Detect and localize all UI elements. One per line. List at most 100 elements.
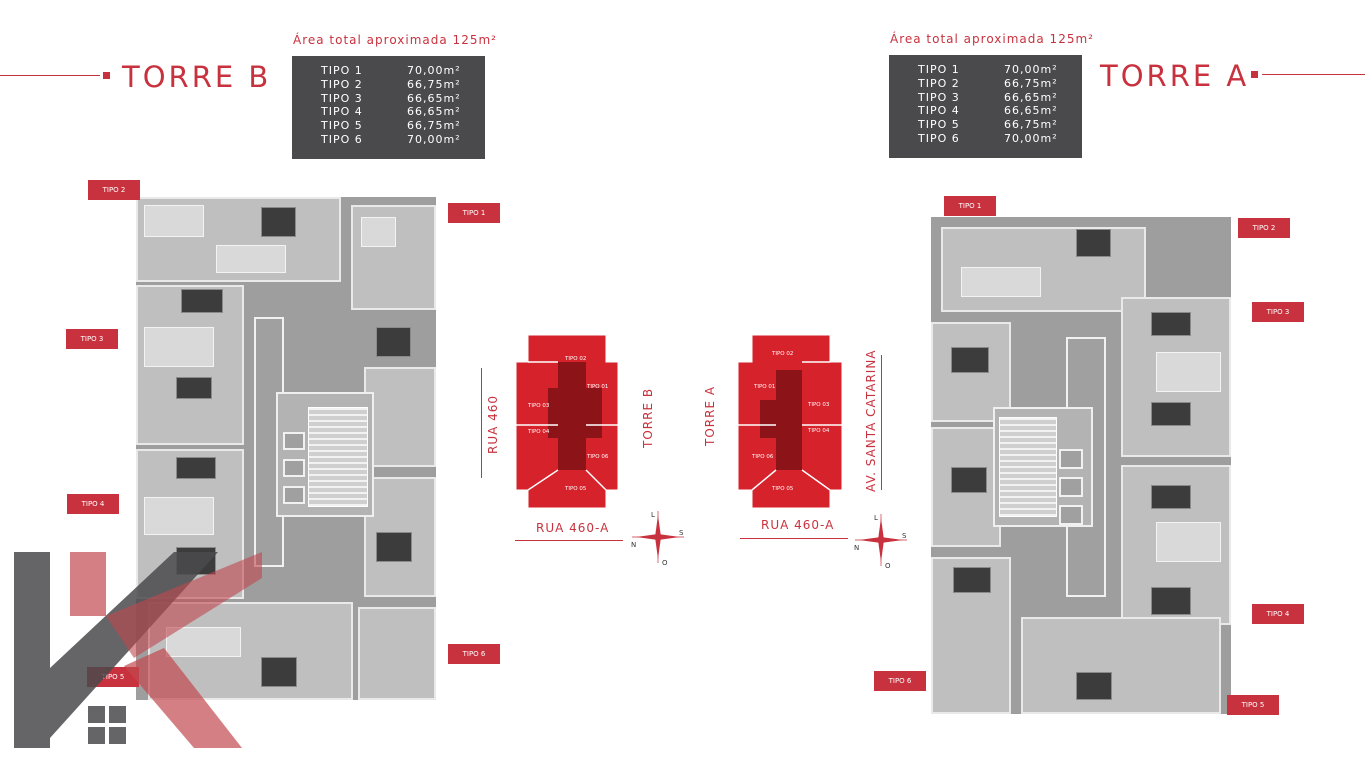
plan-unit xyxy=(364,367,436,467)
street-label-rua-460-a-b: RUA 460-A xyxy=(536,521,610,535)
site-unit-label: TIPO 02 xyxy=(564,356,586,362)
logo-shape xyxy=(124,648,242,748)
plan-room xyxy=(216,245,286,273)
spec-area: 66,75m² xyxy=(1004,76,1058,90)
street-line-av-santa-catarina xyxy=(881,355,882,490)
spec-type: TIPO 4 xyxy=(918,104,960,118)
site-unit-label: TIPO 05 xyxy=(771,486,794,492)
plan-room xyxy=(144,205,204,237)
title-rule-marker xyxy=(103,72,110,79)
plan-room xyxy=(176,457,216,479)
spec-area: 70,00m² xyxy=(1004,63,1058,76)
plan-elevator xyxy=(283,486,305,504)
site-unit-label: TIPO 01 xyxy=(753,384,775,390)
compass-east: L xyxy=(651,511,655,519)
tower-b-tag-tipo4: TIPO 4 xyxy=(67,494,119,514)
tower-a-tag-tipo3: TIPO 3 xyxy=(1252,302,1304,322)
spec-type: TIPO 6 xyxy=(918,131,960,145)
plan-room xyxy=(951,467,987,493)
site-unit-label: TIPO 02 xyxy=(771,351,793,357)
site-unit-label: TIPO 06 xyxy=(751,454,774,460)
spec-area: 70,00m² xyxy=(407,64,461,77)
site-unit-label: TIPO 03 xyxy=(807,402,830,408)
logo-square xyxy=(88,727,105,744)
spec-type: TIPO 2 xyxy=(321,77,363,91)
plan-room xyxy=(261,657,297,687)
spec-type: TIPO 5 xyxy=(918,118,960,132)
plan-room xyxy=(953,567,991,593)
street-label-av-santa-catarina: AV. SANTA CATARINA xyxy=(864,349,878,492)
plan-stair xyxy=(999,417,1057,517)
logo-square xyxy=(109,706,126,723)
title-rule-left xyxy=(0,75,100,76)
site-division xyxy=(585,469,607,491)
spec-type: TIPO 6 xyxy=(321,132,363,146)
street-label-rua-460-a-a: RUA 460-A xyxy=(761,518,835,532)
tower-b-title: TORRE B xyxy=(122,60,272,94)
tower-a-tag-tipo5: TIPO 5 xyxy=(1227,695,1279,715)
tower-a-site-label: TORRE A xyxy=(703,385,717,446)
spec-row: TIPO 1 70,00m² xyxy=(292,64,485,78)
tower-a-tag-tipo1: TIPO 1 xyxy=(944,196,996,216)
spec-row: TIPO 6 70,00m² xyxy=(292,133,485,147)
street-label-rua-460: RUA 460 xyxy=(486,394,500,454)
spec-row: TIPO 3 66,65m² xyxy=(292,92,485,106)
plan-room xyxy=(1151,485,1191,509)
brand-logo-watermark xyxy=(14,552,262,748)
spec-row: TIPO 2 66,75m² xyxy=(292,78,485,92)
plan-room xyxy=(1076,229,1111,257)
site-division xyxy=(751,469,777,491)
site-core xyxy=(760,370,802,470)
compass-west: O xyxy=(885,562,891,570)
logo-square xyxy=(109,727,126,744)
plan-elevator xyxy=(1059,449,1083,469)
logo-square xyxy=(88,706,105,723)
compass-north: N xyxy=(854,544,859,552)
compass-rose-b: L S N O xyxy=(631,511,684,567)
plan-room xyxy=(1156,522,1221,562)
compass-south: S xyxy=(679,529,684,537)
spec-type: TIPO 3 xyxy=(321,91,363,105)
spec-area: 66,65m² xyxy=(1004,104,1058,118)
plan-room xyxy=(961,267,1041,297)
site-unit-label: TIPO 06 xyxy=(586,454,609,460)
spec-type: TIPO 2 xyxy=(918,76,960,90)
tower-a-tag-tipo6: TIPO 6 xyxy=(874,671,926,691)
tower-b-tag-tipo1: TIPO 1 xyxy=(448,203,500,223)
tower-a-tag-tipo2: TIPO 2 xyxy=(1238,218,1290,238)
spec-type: TIPO 1 xyxy=(918,63,960,76)
street-line-rua-460-a-a xyxy=(740,538,848,539)
tower-b-spec-table: TIPO 1 70,00m² TIPO 2 66,75m² TIPO 3 66,65m… xyxy=(292,56,485,159)
title-rule-marker xyxy=(1251,71,1258,78)
plan-room xyxy=(361,217,396,247)
tower-a-tag-tipo4: TIPO 4 xyxy=(1252,604,1304,624)
plan-room xyxy=(1151,402,1191,426)
plan-room xyxy=(144,497,214,535)
plan-room xyxy=(376,532,412,562)
tower-b-site-plan: TIPO 02 TIPO 01 TIPO 03 TIPO 04 TIPO 06 … xyxy=(515,334,619,509)
spec-row: TIPO 4 66,65m² xyxy=(889,104,1082,118)
plan-stair xyxy=(308,407,368,507)
compass-east: L xyxy=(874,514,878,522)
logo-shape xyxy=(14,552,50,748)
spec-type: TIPO 1 xyxy=(321,64,363,77)
site-unit-label: TIPO 03 xyxy=(527,403,550,409)
plan-unit xyxy=(358,607,436,700)
spec-area: 66,75m² xyxy=(1004,118,1058,132)
plan-room xyxy=(261,207,296,237)
spec-area: 66,65m² xyxy=(407,91,461,105)
plan-elevator xyxy=(283,432,305,450)
spec-area: 70,00m² xyxy=(407,132,461,146)
compass-north: N xyxy=(631,541,636,549)
tower-a-title: TORRE A xyxy=(1100,59,1250,93)
plan-room xyxy=(1151,312,1191,336)
plan-room xyxy=(166,627,241,657)
site-unit-label: TIPO 04 xyxy=(527,429,550,435)
spec-type: TIPO 4 xyxy=(321,105,363,119)
spec-area: 66,65m² xyxy=(1004,90,1058,104)
spec-area: 66,75m² xyxy=(407,77,461,91)
site-unit-label: TIPO 05 xyxy=(564,486,587,492)
